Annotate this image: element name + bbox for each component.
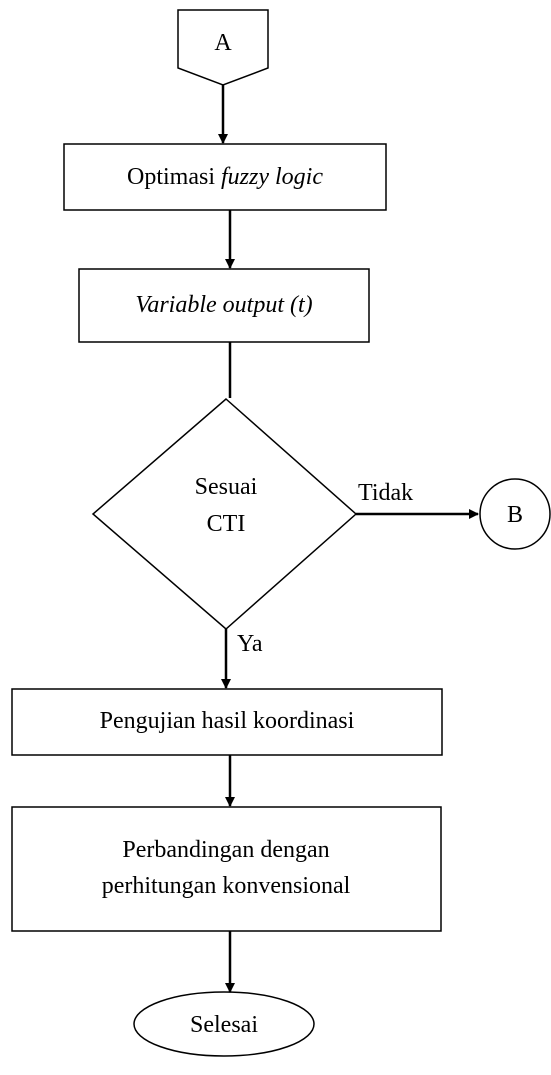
- connector-a-label: A: [214, 30, 232, 56]
- connector-b-label: B: [507, 502, 523, 528]
- step-pengujian: Pengujian hasil koordinasi: [11, 688, 443, 756]
- decision-line2: CTI: [207, 511, 246, 537]
- step-perbandingan-line2: perhitungan konvensional: [102, 873, 351, 899]
- step-optimasi-label: Optimasi fuzzy logic: [127, 164, 323, 190]
- step-perbandingan: Perbandingan dengan perhitungan konvensi…: [11, 806, 442, 932]
- decision-line1: Sesuai: [195, 474, 258, 500]
- terminal-selesai: Selesai: [133, 991, 315, 1057]
- step-pengujian-label: Pengujian hasil koordinasi: [100, 708, 355, 734]
- step-variable-output-label: Variable output (t): [135, 292, 312, 318]
- connector-a: A: [177, 9, 269, 86]
- label-ya: Ya: [237, 631, 263, 657]
- decision-sesuai-cti: Sesuai CTI: [91, 398, 358, 630]
- step-perbandingan-line1: Perbandingan dengan: [122, 837, 329, 863]
- step-variable-output: Variable output (t): [78, 268, 370, 343]
- label-tidak: Tidak: [358, 480, 413, 506]
- step-optimasi: Optimasi fuzzy logic: [63, 143, 387, 211]
- terminal-selesai-label: Selesai: [190, 1012, 258, 1038]
- connector-b: B: [479, 478, 551, 550]
